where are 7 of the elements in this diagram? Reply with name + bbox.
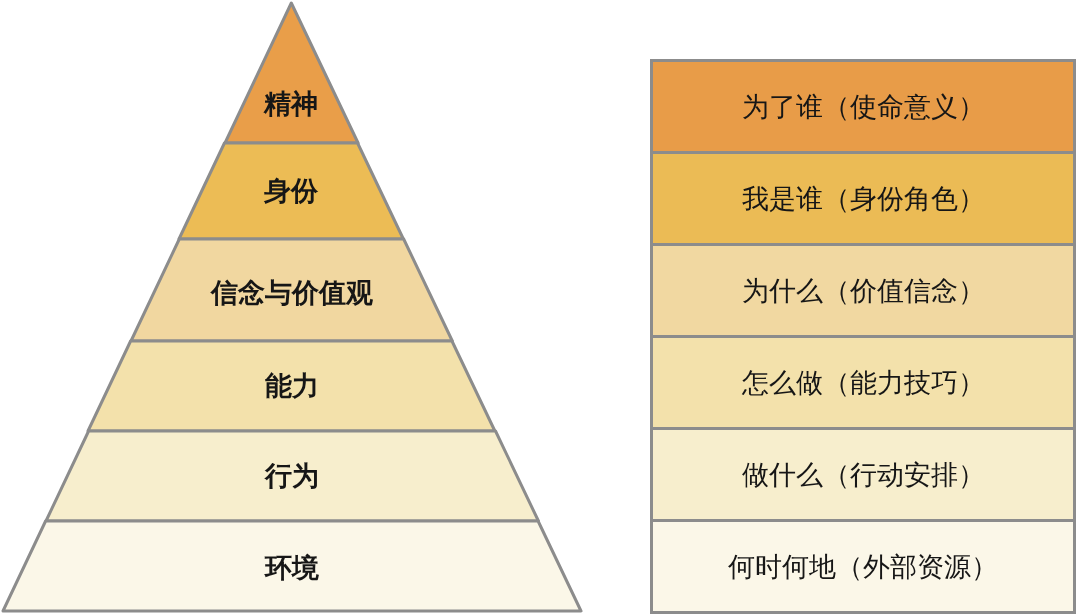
- pyramid-layer: 信念与价值观: [128, 237, 455, 343]
- pyramid-layer: 能力: [86, 339, 498, 433]
- pyramid-layer: 环境: [1, 519, 583, 613]
- text-box: 何时何地（外部资源）: [650, 519, 1076, 614]
- pyramid-layer: 精神: [222, 1, 360, 145]
- pyramid-layer: 行为: [43, 429, 541, 523]
- pyramid-layer: 身份: [177, 141, 406, 241]
